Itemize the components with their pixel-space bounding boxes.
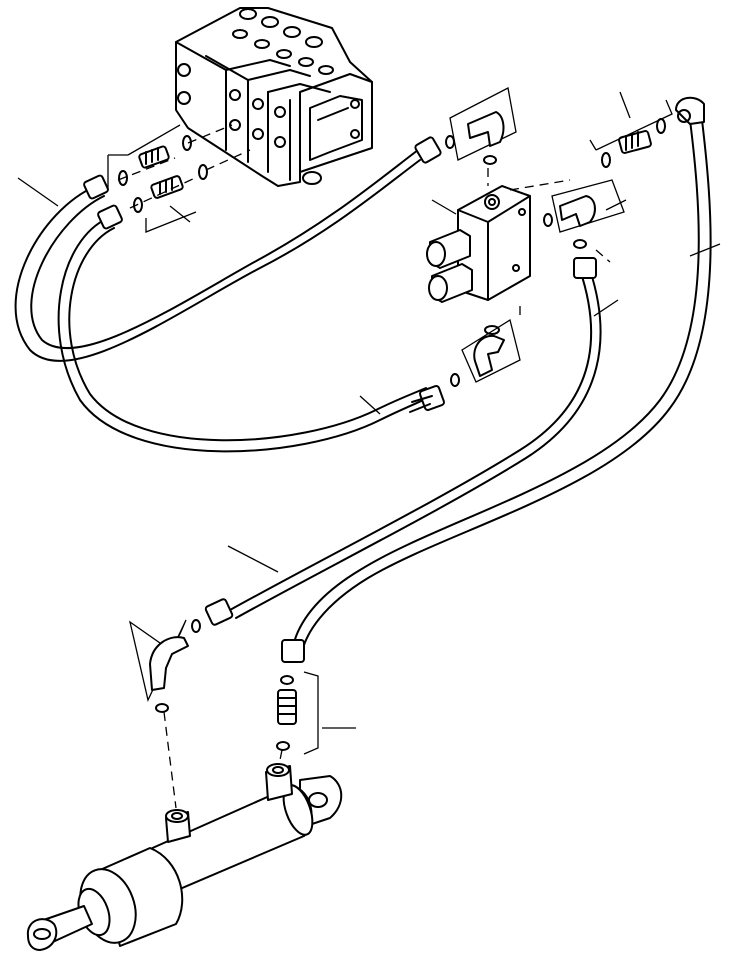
straight-connector — [138, 145, 184, 199]
elbow-fitting — [450, 318, 521, 387]
dashed-connection-line — [117, 124, 251, 209]
dashed-connection-line — [487, 168, 611, 318]
callout-bracket-valve-fittings — [107, 124, 197, 233]
callout-bracket-right — [589, 91, 673, 151]
dashed-connection-line — [163, 711, 283, 809]
hydraulic-hose — [204, 257, 602, 626]
hydraulic-hose — [14, 136, 442, 362]
o-ring — [118, 135, 208, 213]
relief-valve-block — [426, 185, 531, 303]
elbow-fitting — [675, 96, 705, 125]
leader-line — [17, 177, 721, 729]
elbow-fitting — [543, 179, 625, 249]
elbow-fitting — [128, 619, 201, 713]
straight-connector — [618, 130, 652, 154]
straight-connector — [276, 671, 319, 755]
hydraulic-hose — [57, 204, 445, 453]
hydraulic-cylinder — [26, 763, 343, 951]
elbow-fitting — [445, 87, 517, 165]
hydraulic-hose — [281, 119, 712, 663]
control-valve — [175, 7, 373, 187]
